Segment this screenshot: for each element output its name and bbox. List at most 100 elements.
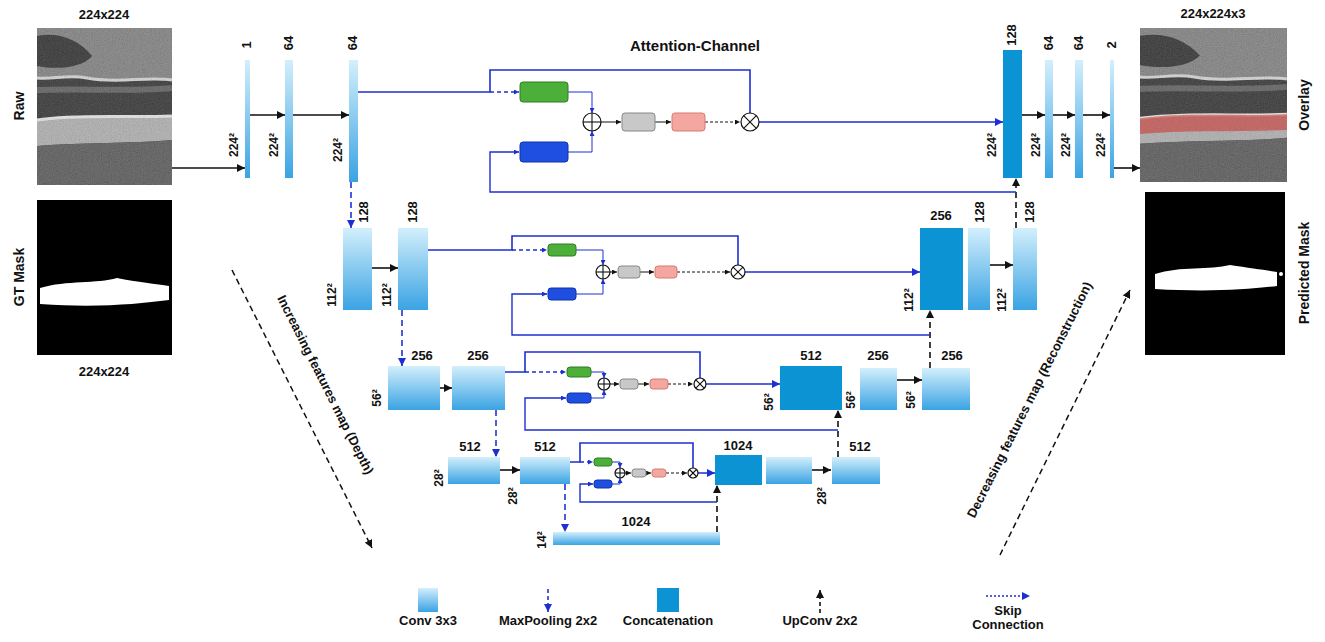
feature-map-bar: 102414² [553,532,720,545]
skip-connection [505,352,780,384]
node-label: 224² [268,133,281,157]
predicted-mask-picture [1145,192,1285,355]
conv-sample [418,588,438,612]
node-label: 56² [371,389,384,406]
legend-sample [765,588,875,614]
node-label: 128 [1005,24,1019,46]
predicted-mask-image: Predicted Mask [1145,192,1285,355]
conv-arrow [250,114,285,116]
legend-sample [373,588,483,614]
conv-arrow [500,469,520,471]
gate-line [576,279,603,294]
node-label: 512 [534,440,556,454]
symbol-stroke [619,468,620,478]
node-label: 64 [346,36,360,50]
feature-map-bar: 64224² [349,60,358,182]
feature-map-bar: 64224² [285,60,293,178]
maxpool-arrow [564,484,566,532]
mask-image: GT Mask224x224 [37,200,172,355]
conv-arrow [1022,114,1045,116]
symbol-stroke [603,378,604,390]
relu-box [618,266,640,278]
legend-arrow-line [547,589,549,612]
gate-conv-box [594,458,612,466]
gate-line [646,473,651,474]
symbol-stroke [696,380,704,388]
concat-block: 51256² [780,366,842,410]
sigmoid-box [652,469,666,477]
legend-sample [613,588,723,614]
legend-item: Concatenation [613,588,723,628]
gate-line [525,371,566,372]
node-label: 224x224x3 [1180,7,1245,21]
gate-conv-box [567,393,591,403]
node-label: 224² [1095,133,1108,157]
legend-arrow [810,588,830,614]
legend-sample [493,588,603,614]
feature-map-bar: 25656² [922,368,970,410]
node-label: 28² [507,487,520,504]
node-label: 64 [282,36,296,50]
multiply-symbol [741,113,759,131]
relu-box [620,379,638,389]
feature-map-bar: 25656² [388,366,440,410]
node-label: 224² [986,133,999,157]
feature-map-bar: 25656² [860,368,897,410]
node-label: 112² [381,283,394,306]
feature-map-bar: 128112² [398,228,428,310]
node-label: 2 [1105,41,1119,48]
feature-map-bar: 64224² [1045,60,1053,178]
node-label: Raw [12,92,27,121]
conv-arrow [440,387,452,389]
concat-block: 256112² [920,228,963,310]
node-label: 512 [800,349,822,363]
gate-line [490,91,519,92]
legend-text: Skip Connection [968,604,1048,633]
node-label: 224x224 [79,365,130,379]
concat-block: 128224² [1003,50,1022,178]
gate-line [668,384,693,385]
gate-line [591,390,604,398]
symbol-stroke [744,116,757,129]
conv-arrow [897,379,922,381]
legend-arrow-line [986,595,1030,597]
legend-sample [953,588,1063,604]
legend-arrow [984,588,1032,604]
gate-line [625,473,631,474]
concat-block: 1024 [715,455,762,485]
conv-arrow [990,264,1013,266]
gate-conv-box [520,142,568,162]
gate-line [655,122,671,123]
node-label: 224x224 [79,8,130,22]
node-label: 256 [467,349,489,363]
gate-line [568,131,592,152]
feature-map-bar: 2224² [1110,60,1114,178]
gate-line [705,122,740,123]
legend-text: UpConv 2x2 [765,614,875,628]
node-label: 1024 [622,515,651,529]
feature-map-bar: 51228² [520,457,570,484]
node-label: 512 [459,440,481,454]
ultrasound-image: 224x224Raw [37,28,172,185]
legend-swatch [657,588,679,612]
sigmoid-box [655,266,677,278]
node-label: 256 [867,349,889,363]
node-label: 64 [1042,36,1056,50]
maxpool-arrow [350,182,352,228]
feature-map-bar [766,457,812,484]
maxpool-arrow [401,310,403,366]
node-label: 256 [411,349,433,363]
legend-arrow-line [819,590,821,613]
symbol-stroke [696,380,704,388]
node-label: Overlay [1297,79,1312,130]
gate-line [580,461,593,462]
legend-item: UpConv 2x2 [765,588,875,628]
node-label: 112² [326,283,339,306]
conv-arrow [172,167,245,169]
gate-conv-box [567,367,591,377]
feature-map-bar: 256 [452,366,505,410]
diagram-label: Attention-Channel [630,38,760,55]
symbol-stroke [591,113,592,131]
symbol-stroke [733,267,743,277]
